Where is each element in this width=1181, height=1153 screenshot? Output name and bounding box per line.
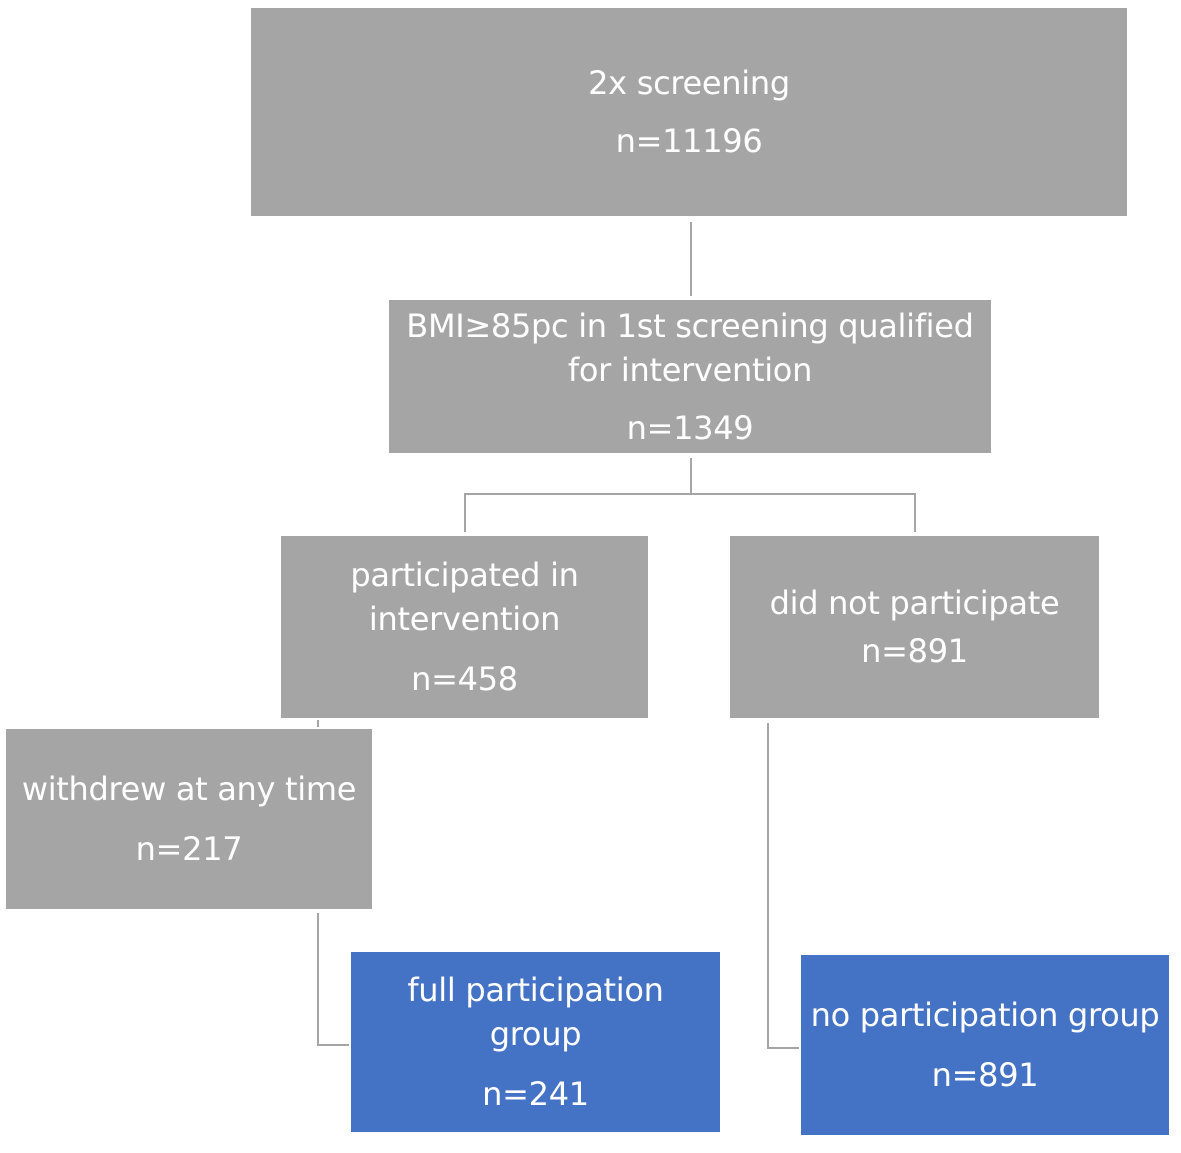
- participated-label-line1: participated in: [350, 556, 579, 594]
- full-participation-count: n=241: [482, 1075, 589, 1113]
- did-not-participate-box: did not participate n=891: [730, 536, 1099, 718]
- qualified-label-line1: BMI≥85pc in 1st screening qualified: [406, 306, 974, 345]
- no-participation-count: n=891: [931, 1056, 1039, 1094]
- participated-count: n=458: [411, 660, 518, 698]
- screening-label: 2x screening: [588, 64, 790, 102]
- did-not-participate-count: n=891: [861, 632, 968, 670]
- participated-label-line2: intervention: [368, 600, 561, 638]
- full-participation-label-line1: full participation: [407, 971, 664, 1009]
- qualified-count: n=1349: [626, 408, 754, 447]
- participated-box: participated in intervention n=458: [281, 536, 648, 718]
- no-participation-box: no participation group n=891: [801, 955, 1169, 1135]
- withdrew-label: withdrew at any time: [21, 770, 357, 808]
- withdrew-box: withdrew at any time n=217: [6, 729, 372, 909]
- qualified-label-line2: for intervention: [567, 350, 813, 389]
- screening-count: n=11196: [615, 122, 763, 160]
- screening-box: 2x screening n=11196: [251, 8, 1127, 216]
- connector-qualified-split: [464, 458, 692, 532]
- connector-qualified-to-not-participate: [691, 493, 916, 532]
- did-not-participate-label: did not participate: [769, 584, 1060, 622]
- connector-not-participate-to-none: [767, 723, 799, 1049]
- qualified-box: BMI≥85pc in 1st screening qualified for …: [389, 300, 991, 453]
- full-participation-box: full participation group n=241: [351, 952, 720, 1132]
- withdrew-count: n=217: [135, 830, 243, 868]
- connector-withdrew-to-full: [317, 913, 349, 1046]
- full-participation-label-line2: group: [489, 1015, 582, 1053]
- no-participation-label: no participation group: [810, 996, 1160, 1034]
